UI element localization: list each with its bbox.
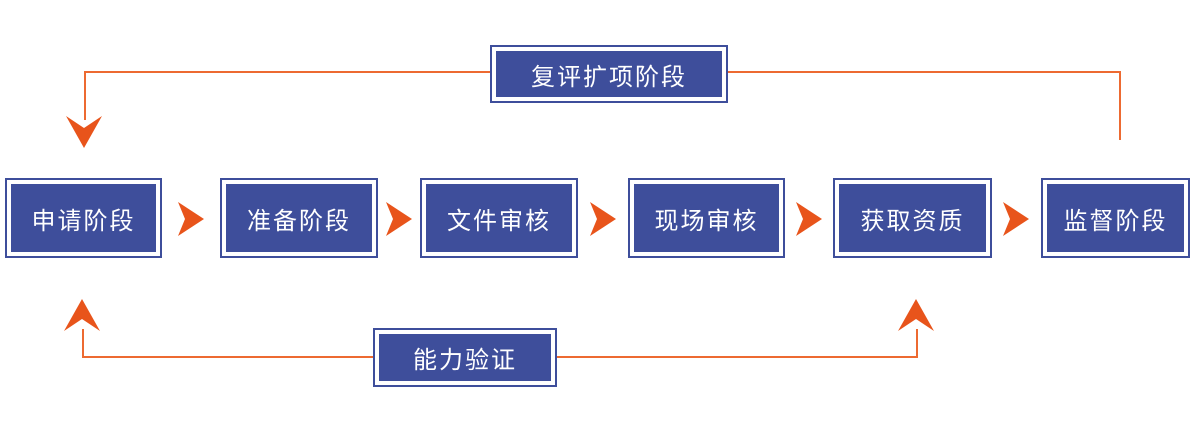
stage-label: 申请阶段 <box>31 207 136 235</box>
stage-label: 准备阶段 <box>247 207 351 235</box>
stage-box-onsite-review: 现场审核 <box>628 178 785 258</box>
arrow-down-icon <box>66 116 102 148</box>
stage-label: 文件审核 <box>447 207 551 235</box>
chevron-right-icon <box>1003 202 1029 236</box>
stage-box-obtain-qualification: 获取资质 <box>833 178 992 258</box>
chevron-right-icon <box>386 202 412 236</box>
bottom-loop-riser-right <box>916 329 918 358</box>
bottom-loop-box: 能力验证 <box>373 328 557 387</box>
arrow-up-icon <box>898 299 934 331</box>
bottom-loop-line-left <box>83 356 374 358</box>
stage-box-application: 申请阶段 <box>5 178 162 258</box>
stage-box-supervision: 监督阶段 <box>1041 178 1190 258</box>
arrow-up-icon <box>64 299 100 331</box>
top-loop-line-left <box>84 71 491 73</box>
top-loop-line-left-drop <box>84 72 86 120</box>
top-loop-line-right <box>727 71 1121 73</box>
top-loop-box: 复评扩项阶段 <box>490 45 728 103</box>
top-loop-line-right-drop <box>1119 72 1121 140</box>
stage-label: 监督阶段 <box>1063 207 1168 235</box>
stage-box-document-review: 文件审核 <box>420 178 578 258</box>
stage-label: 现场审核 <box>654 207 759 235</box>
top-loop-label: 复评扩项阶段 <box>531 63 687 91</box>
chevron-right-icon <box>590 202 616 236</box>
chevron-right-icon <box>796 202 822 236</box>
stage-box-preparation: 准备阶段 <box>220 178 378 258</box>
bottom-loop-line-right <box>556 356 918 358</box>
bottom-loop-riser-left <box>82 329 84 358</box>
bottom-loop-label: 能力验证 <box>413 347 517 374</box>
chevron-right-icon <box>178 202 204 236</box>
stage-label: 获取资质 <box>860 207 965 235</box>
